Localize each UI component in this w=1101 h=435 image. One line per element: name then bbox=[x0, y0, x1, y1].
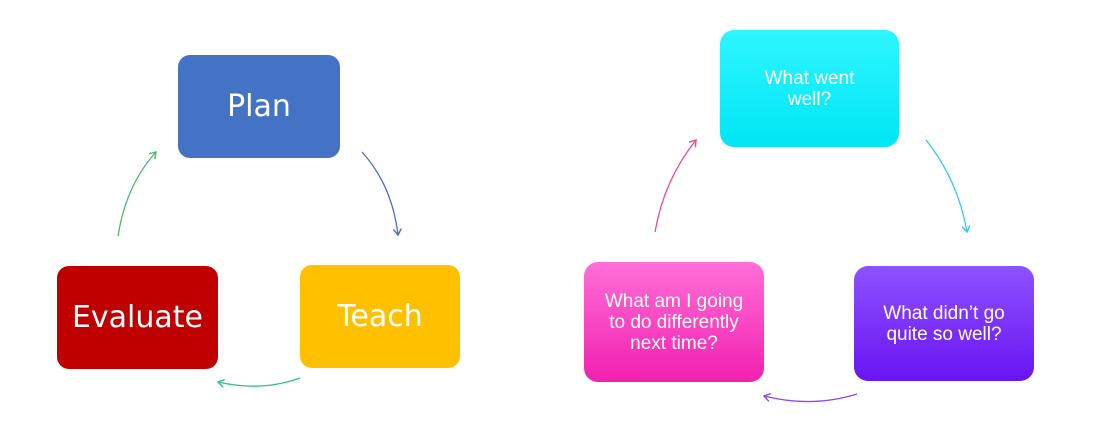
node-what-went-well: What went well? bbox=[720, 30, 899, 147]
arrow-didnt-to-differently bbox=[762, 392, 858, 403]
node-evaluate-label: Evaluate bbox=[71, 300, 204, 335]
arrow-teach-to-evaluate bbox=[216, 377, 301, 388]
node-what-went-well-label: What went well? bbox=[764, 67, 855, 110]
node-plan: Plan bbox=[178, 55, 340, 158]
node-evaluate: Evaluate bbox=[57, 266, 218, 369]
arrow-plan-to-teach bbox=[361, 151, 402, 237]
node-do-differently-label: What am I going to do differently next t… bbox=[604, 290, 744, 354]
arrow-evaluate-to-plan bbox=[117, 151, 157, 237]
arrow-differently-to-went bbox=[654, 139, 697, 233]
arrow-went-to-didnt bbox=[925, 139, 971, 234]
node-what-didnt-go-well: What didn’t go quite so well? bbox=[854, 266, 1034, 381]
node-teach-label: Teach bbox=[337, 299, 423, 334]
node-plan-label: Plan bbox=[227, 89, 291, 124]
node-teach: Teach bbox=[300, 265, 460, 368]
node-what-didnt-go-well-label: What didn’t go quite so well? bbox=[883, 302, 1005, 345]
node-do-differently: What am I going to do differently next t… bbox=[584, 262, 764, 382]
